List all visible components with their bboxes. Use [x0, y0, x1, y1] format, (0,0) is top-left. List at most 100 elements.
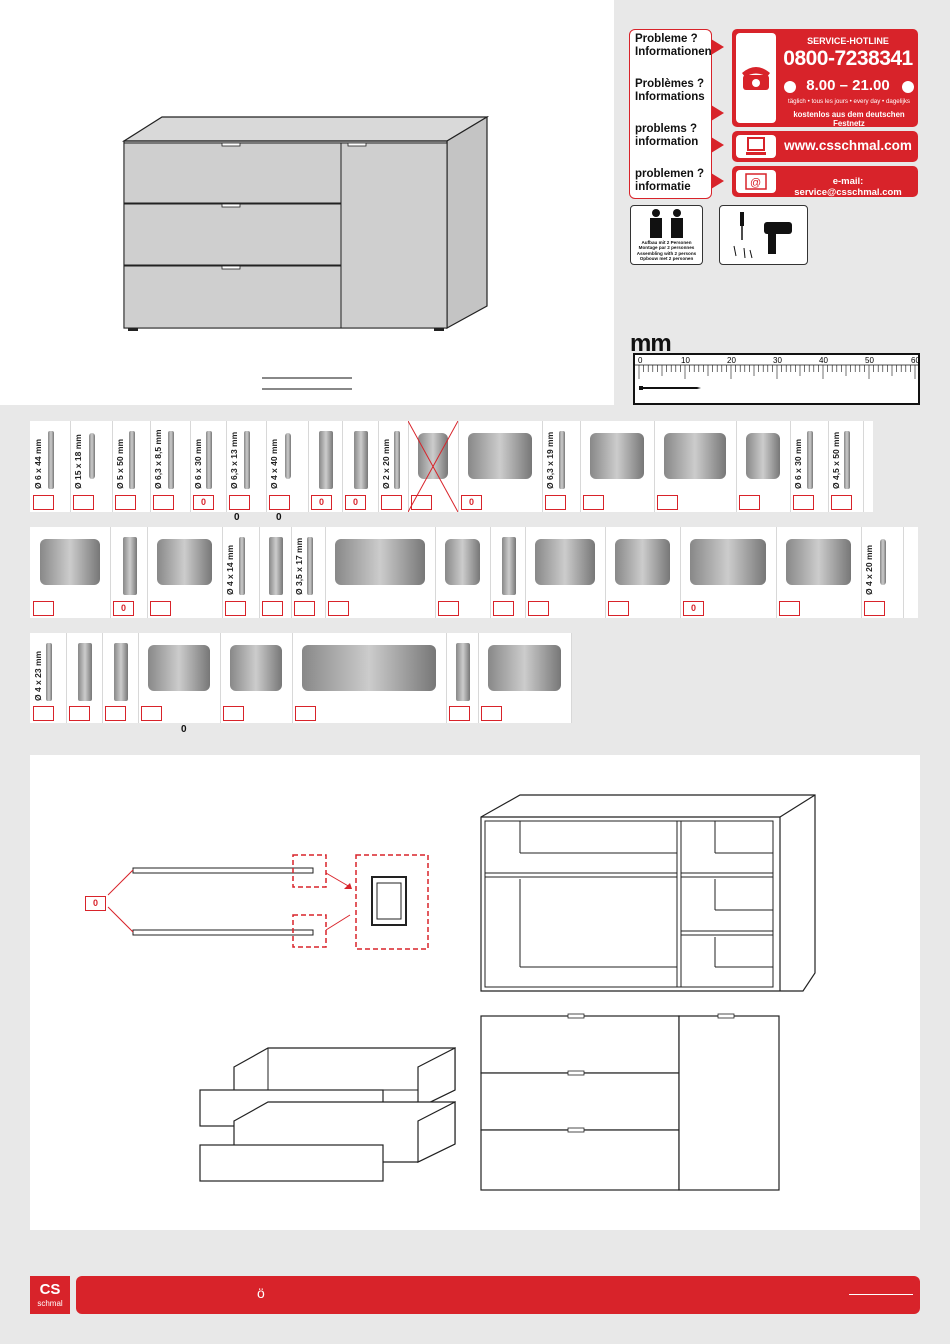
part-quantity-box[interactable]: [262, 601, 283, 616]
part-quantity-box[interactable]: [608, 601, 629, 616]
hotline-days: täglich • tous les jours • every day • d…: [787, 98, 911, 105]
part-quantity-box[interactable]: [481, 706, 502, 721]
part-quantity-box[interactable]: [831, 495, 852, 510]
part-quantity-box[interactable]: [153, 495, 174, 510]
part-cell: Ø 6 x 30 mm: [790, 421, 829, 512]
part-size-label: Ø 4 x 23 mm: [33, 650, 43, 701]
clock-icon: [784, 81, 796, 93]
part-icon: [786, 539, 851, 585]
part-quantity-box[interactable]: [69, 706, 90, 721]
part-size-label: Ø 4,5 x 50 mm: [831, 431, 841, 489]
part-quantity-box[interactable]: 0: [683, 601, 704, 616]
website-panel: www.csschmal.com: [732, 131, 918, 162]
part-cell: [66, 633, 103, 723]
part-quantity-box[interactable]: [150, 601, 171, 616]
tools-icon: [733, 212, 792, 259]
part-quantity-box[interactable]: [269, 495, 290, 510]
arrow-right-icon: [711, 137, 724, 153]
row1-note: 0: [234, 512, 240, 523]
part-icon: [78, 643, 92, 701]
ruler-tick-label: 50: [865, 356, 874, 365]
part-icon: [456, 643, 470, 701]
part-size-label: Ø 6,3 x 19 mm: [545, 431, 555, 489]
part-quantity-box[interactable]: [411, 495, 432, 510]
part-quantity-box[interactable]: [294, 601, 315, 616]
part-quantity-box[interactable]: [779, 601, 800, 616]
part-icon: [807, 431, 813, 489]
part-quantity-box[interactable]: [295, 706, 316, 721]
part-quantity-box[interactable]: [793, 495, 814, 510]
part-quantity-box[interactable]: [33, 706, 54, 721]
part-quantity-box[interactable]: [229, 495, 250, 510]
footer-line: [849, 1294, 913, 1295]
part-quantity-box[interactable]: [225, 601, 246, 616]
hotline-hours: 8.00 – 21.00: [806, 77, 890, 94]
part-quantity-box[interactable]: 0: [113, 601, 134, 616]
part-quantity-box[interactable]: [493, 601, 514, 616]
part-cell: Ø 4,5 x 50 mm: [828, 421, 864, 512]
part-icon: [307, 537, 313, 595]
hotline-free-note: kostenlos aus dem deutschen Festnetz: [793, 110, 905, 128]
part-cell: [525, 527, 606, 618]
email-panel: @ e-mail: service@csschmal.com: [732, 166, 918, 198]
part-icon: [48, 431, 54, 489]
part-icon: [535, 539, 595, 585]
part-quantity-box[interactable]: [449, 706, 470, 721]
part-size-label: Ø 15 x 18 mm: [73, 434, 83, 489]
footer-bar: ö: [76, 1276, 920, 1314]
part-icon: [468, 433, 532, 479]
sideboard-illustration: [121, 115, 490, 390]
part-size-label: Ø 6,3 x 13 mm: [229, 431, 239, 489]
part-quantity-box[interactable]: [583, 495, 604, 510]
website-link[interactable]: www.csschmal.com: [784, 138, 912, 153]
part-quantity-box[interactable]: [438, 601, 459, 616]
part-quantity-box[interactable]: [657, 495, 678, 510]
arrow-right-icon: [711, 105, 724, 121]
part-quantity-box[interactable]: [115, 495, 136, 510]
hotline-phone[interactable]: 0800-7238341: [783, 47, 913, 70]
part-cell: [147, 527, 223, 618]
part-icon: [285, 433, 291, 479]
part-icon: [690, 539, 766, 585]
part-quantity-box[interactable]: [223, 706, 244, 721]
part-quantity-box[interactable]: 0: [193, 495, 214, 510]
part-quantity-box[interactable]: [33, 495, 54, 510]
telephone-icon: [736, 33, 776, 123]
part-quantity-box[interactable]: 0: [345, 495, 366, 510]
clock-icon: [902, 81, 914, 93]
part-quantity-box[interactable]: [528, 601, 549, 616]
part-cell: Ø 6,3 x 8,5 mm: [150, 421, 191, 512]
part-icon: [148, 645, 210, 691]
part-cell: Ø 15 x 18 mm: [70, 421, 113, 512]
part-icon: [559, 431, 565, 489]
part-icon: [114, 643, 128, 701]
part-quantity-box[interactable]: 0: [461, 495, 482, 510]
part-icon: [269, 537, 283, 595]
tools-box: [719, 205, 808, 265]
part-cell: [654, 421, 737, 512]
part-quantity-box[interactable]: [545, 495, 566, 510]
part-size-label: Ø 5 x 50 mm: [115, 438, 125, 489]
part-quantity-box[interactable]: [381, 495, 402, 510]
part-cell: Ø 2 x 20 mm: [378, 421, 409, 512]
part-quantity-box[interactable]: 0: [311, 495, 332, 510]
arrow-right-icon: [711, 173, 724, 189]
part-quantity-box[interactable]: [73, 495, 94, 510]
part-cell: [605, 527, 681, 618]
ruler-tick-label: 10: [681, 356, 690, 365]
part-quantity-box[interactable]: [739, 495, 760, 510]
part-quantity-box[interactable]: [105, 706, 126, 721]
part-cell: [292, 633, 447, 723]
part-quantity-box[interactable]: [141, 706, 162, 721]
part-quantity-box[interactable]: [864, 601, 885, 616]
part-quantity-box[interactable]: [33, 601, 54, 616]
part-cell: Ø 3,5 x 17 mm: [291, 527, 326, 618]
part-quantity-box[interactable]: [328, 601, 349, 616]
ruler-tick-label: 30: [773, 356, 782, 365]
part-icon: [244, 431, 250, 489]
part-icon: [501, 537, 516, 595]
email-link[interactable]: e-mail: service@csschmal.com: [794, 176, 902, 198]
part-cell: Ø 5 x 50 mm: [112, 421, 151, 512]
